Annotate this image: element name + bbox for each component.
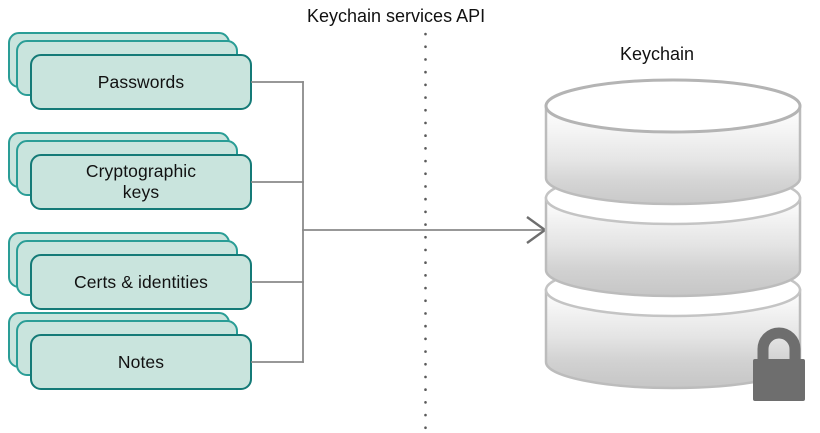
card-stack-cryptographic-keys[interactable]: Cryptographic keys xyxy=(8,132,254,210)
card-stack-passwords[interactable]: Passwords xyxy=(8,32,254,110)
cylinder-segment-top xyxy=(544,78,802,206)
api-boundary-label: Keychain services API xyxy=(307,6,486,26)
card-label: Certs & identities xyxy=(73,271,209,292)
card-layer-front[interactable]: Passwords xyxy=(30,54,252,110)
card-label: Passwords xyxy=(97,71,185,92)
card-stack-certs-identities[interactable]: Certs & identities xyxy=(8,232,254,310)
keychain-title: Keychain xyxy=(620,44,695,64)
lock-icon xyxy=(753,327,805,401)
card-layer-front[interactable]: Certs & identities xyxy=(30,254,252,310)
card-stack-notes[interactable]: Notes xyxy=(8,312,254,390)
database-cylinder-icon[interactable] xyxy=(538,70,808,410)
card-label: Cryptographic keys xyxy=(85,161,197,202)
card-layer-front[interactable]: Notes xyxy=(30,334,252,390)
card-label: Notes xyxy=(117,351,165,372)
card-layer-front[interactable]: Cryptographic keys xyxy=(30,154,252,210)
